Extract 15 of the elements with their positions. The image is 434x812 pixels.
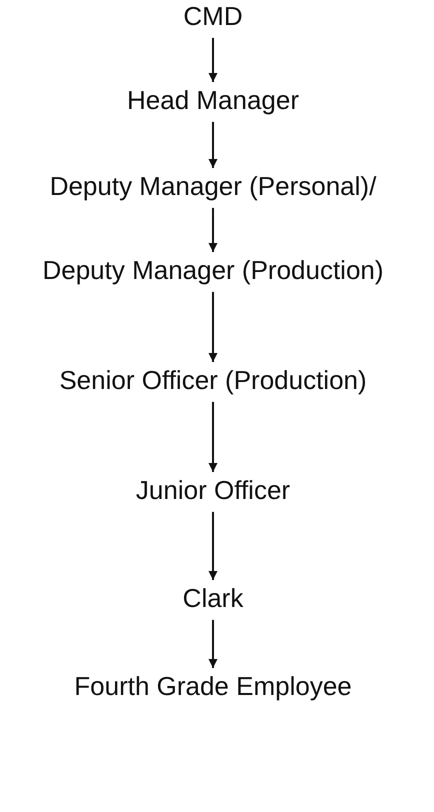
role-label: Deputy Manager (Production)	[42, 256, 384, 286]
role-label: Senior Officer (Production)	[59, 366, 367, 396]
role-label: Clark	[182, 584, 244, 614]
role-label: Fourth Grade Employee	[74, 672, 352, 702]
role-label: CMD	[183, 2, 243, 32]
arrow	[208, 122, 218, 168]
arrow	[208, 208, 218, 252]
role-label: Head Manager	[127, 86, 299, 116]
role-label: Deputy Manager (Personal)/	[50, 172, 376, 202]
arrow	[208, 620, 218, 668]
role-label: Junior Officer	[136, 476, 290, 506]
arrow	[208, 402, 218, 472]
arrow	[208, 38, 218, 82]
arrow	[208, 512, 218, 580]
arrow	[208, 292, 218, 362]
